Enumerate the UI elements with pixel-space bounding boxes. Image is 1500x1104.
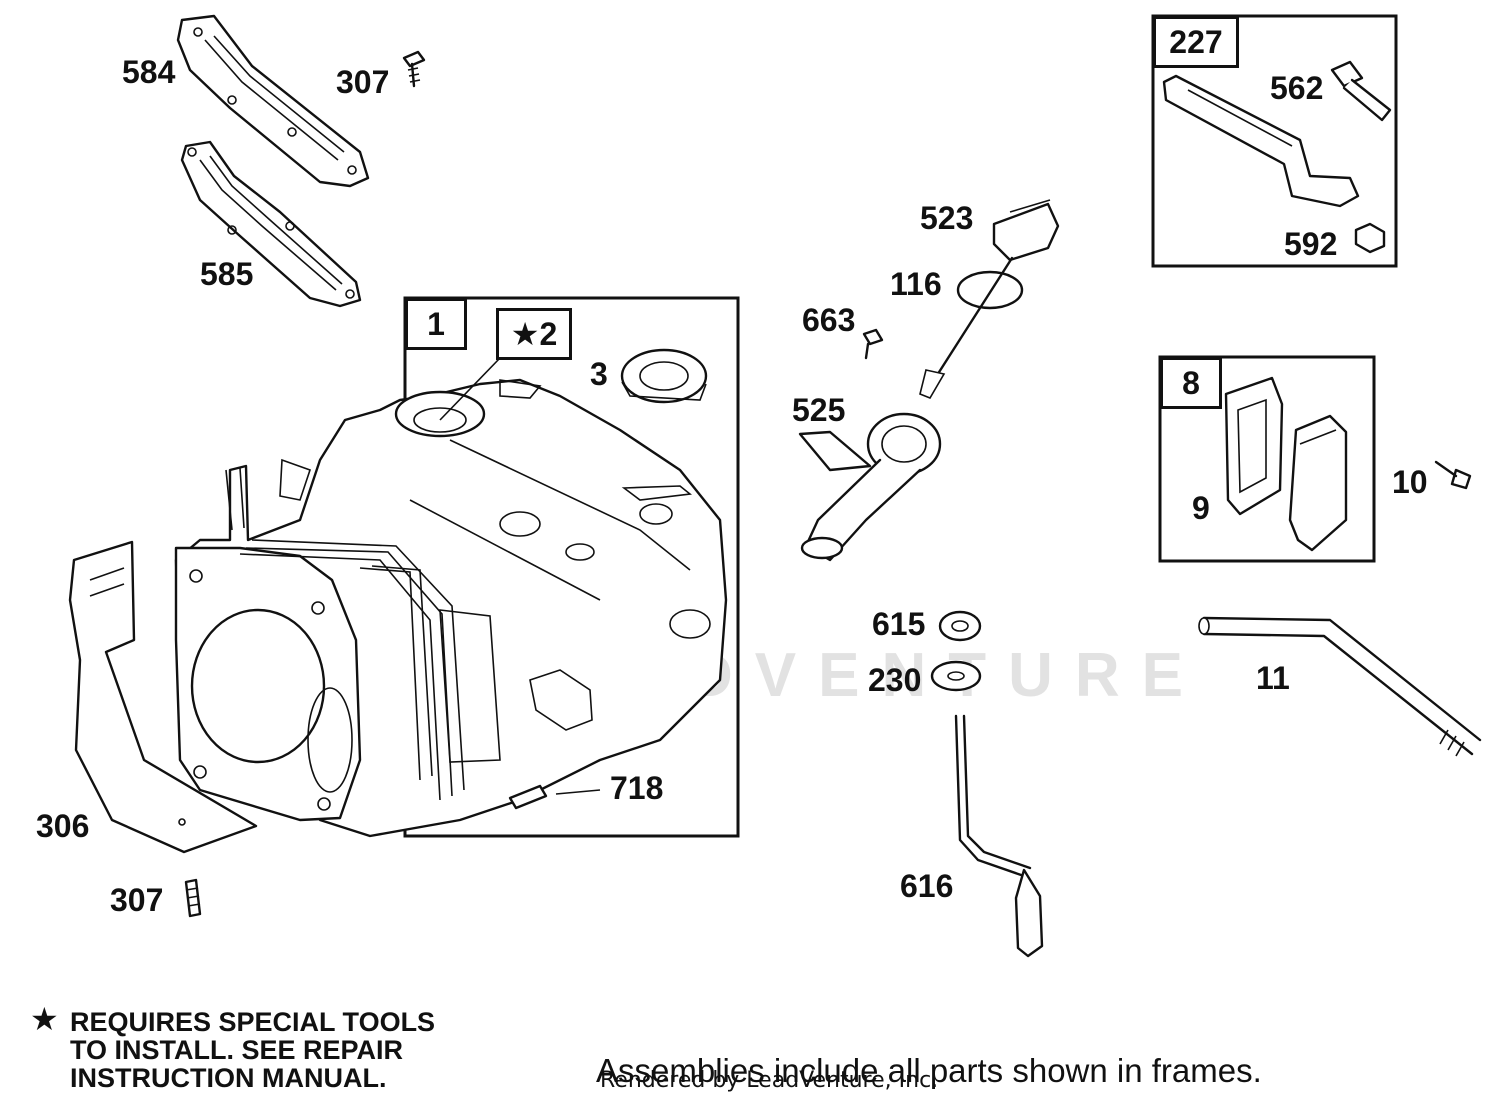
- callout-11: 11: [1256, 660, 1290, 696]
- bolt-307-top[interactable]: [402, 50, 426, 88]
- callout-116: 116: [890, 266, 942, 302]
- special-tools-note: REQUIRES SPECIAL TOOLS TO INSTALL. SEE R…: [70, 1008, 435, 1092]
- callout-3: 3: [590, 356, 608, 392]
- nut-592[interactable]: [1354, 222, 1386, 254]
- dipstick-cap-523[interactable]: [992, 199, 1060, 262]
- callout-584: 584: [122, 54, 176, 90]
- callout-523: 523: [920, 200, 974, 236]
- callout-306: 306: [36, 808, 90, 844]
- washer-230[interactable]: [930, 660, 982, 692]
- gasket-584[interactable]: [176, 14, 370, 188]
- gasket-9[interactable]: [1224, 376, 1284, 516]
- dipstick-rod[interactable]: [932, 256, 1014, 382]
- frame-label-1: 1: [405, 298, 467, 350]
- render-credit: Rendered by LeadVenture, Inc.: [600, 1068, 939, 1093]
- dipstick-tube-525[interactable]: [798, 412, 942, 562]
- note-line-2: TO INSTALL. SEE REPAIR: [70, 1035, 404, 1065]
- callout-307-top: 307: [336, 64, 390, 100]
- callout-9: 9: [1192, 490, 1210, 526]
- note-line-1: REQUIRES SPECIAL TOOLS: [70, 1007, 436, 1037]
- bracket-227[interactable]: [1162, 74, 1360, 208]
- shroud-306[interactable]: [68, 540, 258, 854]
- callout-585: 585: [200, 256, 254, 292]
- callout-230: 230: [868, 662, 922, 698]
- cover-8[interactable]: [1288, 414, 1348, 552]
- callout-718: 718: [610, 770, 664, 806]
- leader-2: [439, 357, 501, 421]
- frame-227: [1151, 14, 1398, 268]
- note-line-3: INSTRUCTION MANUAL.: [70, 1063, 387, 1093]
- frame-label-8: 8: [1160, 357, 1222, 409]
- dipstick-tip: [919, 369, 946, 399]
- star-icon: ★: [30, 1001, 59, 1037]
- callout-663: 663: [802, 302, 856, 338]
- screw-663[interactable]: [862, 328, 884, 360]
- bolt-562[interactable]: [1330, 60, 1392, 122]
- tube-11[interactable]: [1198, 616, 1482, 757]
- callout-616: 616: [900, 868, 954, 904]
- frame-label-227: 227: [1153, 16, 1239, 68]
- callout-615: 615: [872, 606, 926, 642]
- callout-592: 592: [1284, 226, 1338, 262]
- washer-615[interactable]: [938, 610, 982, 642]
- o-ring-116[interactable]: [956, 270, 1024, 310]
- cylinder-block[interactable]: [174, 378, 728, 838]
- screw-10[interactable]: [1434, 460, 1472, 490]
- pin-718[interactable]: [508, 784, 601, 810]
- oil-seal-3[interactable]: [620, 348, 708, 404]
- callout-307-bottom: 307: [110, 882, 164, 918]
- callout-562: 562: [1270, 70, 1324, 106]
- frame-8: [1158, 355, 1376, 563]
- frame-label-2: ★2: [496, 308, 572, 360]
- bolt-307-bottom[interactable]: [184, 878, 202, 918]
- lever-616[interactable]: [954, 714, 1044, 958]
- assemblies-footer: Assemblies include all parts shown in fr…: [596, 1052, 1262, 1089]
- gasket-585[interactable]: [180, 140, 362, 308]
- callout-525: 525: [792, 392, 846, 428]
- callout-10: 10: [1392, 464, 1428, 500]
